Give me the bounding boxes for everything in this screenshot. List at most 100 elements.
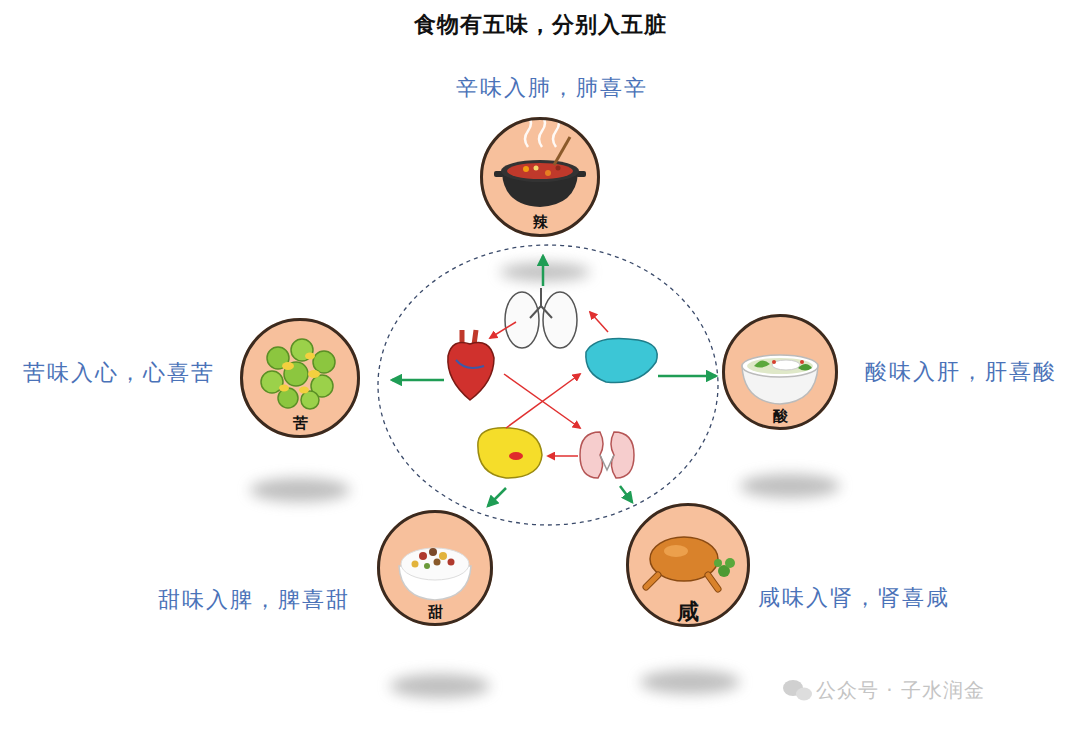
green-arrows-part <box>488 488 506 506</box>
bitter-melon-icon-part <box>301 391 319 409</box>
bitter-melon-icon-part <box>305 353 315 360</box>
lungs-icon-part <box>543 292 577 348</box>
green-arrows-part <box>392 379 444 382</box>
organ-region <box>378 245 718 525</box>
sour-soup-icon-part <box>772 360 800 370</box>
taste-label: 酸 <box>773 407 788 424</box>
bitter-melon-icon-part <box>308 370 320 378</box>
drop-shadows-part <box>740 474 840 498</box>
food-circle: 苦味入心，心喜苦苦 <box>240 318 360 438</box>
green-arrows-part <box>620 486 632 502</box>
bitter-melon-icon-part <box>313 351 335 373</box>
circle-outline <box>482 119 599 236</box>
taste-label: 辣 <box>533 214 548 231</box>
lungs-icon <box>505 288 577 348</box>
roast-chicken-icon-part <box>714 559 722 567</box>
roast-chicken-icon-part <box>725 558 735 568</box>
spleen-icon-part <box>478 428 542 478</box>
drop-shadows <box>250 263 840 698</box>
kidneys-icon <box>580 432 634 478</box>
bitter-melon-icon-part <box>299 387 309 394</box>
taste-heading: 甜味入脾，脾喜甜 <box>158 587 350 613</box>
sour-soup-icon-part <box>800 360 804 364</box>
watermark-icon-part <box>796 688 812 701</box>
bitter-melon-icon-part <box>278 388 298 408</box>
red-arrows <box>490 312 608 456</box>
bitter-melon-icon-part <box>282 362 294 370</box>
sour-soup-icon-part <box>798 364 812 371</box>
taste-heading: 苦味入心，心喜苦 <box>23 360 215 386</box>
sweet-rice-icon-part <box>412 561 419 568</box>
circle-outline <box>628 505 749 626</box>
drop-shadows-part <box>640 670 740 694</box>
roast-chicken-icon-part <box>664 545 688 557</box>
roast-chicken-icon-part <box>646 575 658 587</box>
food-discs-part <box>722 314 838 430</box>
roast-chicken-icon <box>646 537 735 589</box>
food-circle: 甜味入脾，脾喜甜甜 <box>377 510 493 626</box>
kidneys-icon-part <box>580 432 603 478</box>
spleen-icon <box>478 428 542 478</box>
circle-outline <box>724 316 837 429</box>
heart-icon-part <box>448 343 494 401</box>
sweet-rice-icon-part <box>401 548 469 580</box>
watermark: 公众号 · 子水润金 <box>816 677 985 704</box>
kidneys-icon-part <box>600 455 614 470</box>
sweet-rice-icon-part <box>439 552 447 560</box>
taste-label: 咸 <box>677 599 699 623</box>
drop-shadows-part <box>500 263 590 281</box>
hotpot-icon-part <box>554 137 570 165</box>
red-arrows-part <box>590 312 608 332</box>
taste-label: 甜 <box>428 603 443 620</box>
drop-shadows-part <box>250 478 350 502</box>
bitter-melon-icon-part <box>279 385 289 392</box>
green-arrows-part <box>658 375 716 378</box>
bitter-melon-icon <box>261 339 335 409</box>
heart-icon <box>448 330 494 400</box>
circle-outline <box>242 320 359 437</box>
hotpot-icon-part <box>545 170 551 176</box>
hotpot-icon-part <box>523 166 529 172</box>
roast-chicken-icon-part <box>708 575 718 589</box>
sweet-rice-icon <box>399 548 471 600</box>
sour-soup-icon-part <box>747 358 813 374</box>
spleen-icon-part <box>509 452 523 460</box>
red-arrows-part <box>506 374 580 428</box>
taste-heading: 辛味入肺，肺喜辛 <box>456 75 648 101</box>
hotpot-icon-part <box>507 163 573 179</box>
hotpot-icon-part <box>556 166 561 171</box>
food-circle: 酸味入肝，肝喜酸酸 <box>722 314 838 430</box>
liver-icon <box>586 339 657 383</box>
diagram-title: 食物有五味，分别入五脏 <box>0 10 1080 40</box>
hotpot-icon-part <box>534 166 539 171</box>
food-discs <box>240 117 838 627</box>
sour-soup-icon-part <box>742 355 818 377</box>
sweet-rice-icon-part <box>424 563 430 569</box>
green-arrows-part <box>542 256 545 286</box>
drop-shadows-part <box>390 674 490 698</box>
lungs-icon-part <box>530 288 552 318</box>
taste-heading: 咸味入肾，肾喜咸 <box>758 585 950 611</box>
hotpot-icon-part <box>501 160 579 182</box>
circle-outline <box>379 512 492 625</box>
taste-label: 苦 <box>293 415 308 432</box>
watermark-icon <box>783 680 812 701</box>
food-discs-part <box>240 318 360 438</box>
sweet-rice-icon-part <box>419 552 427 560</box>
red-arrows-part <box>490 322 516 338</box>
green-arrows <box>392 256 716 506</box>
sweet-rice-icon-part <box>434 559 441 566</box>
sour-soup-icon <box>742 355 818 404</box>
food-circle: 咸味入肾，肾喜咸咸 <box>626 503 750 627</box>
sour-soup-icon-part <box>772 360 776 364</box>
red-arrows-part <box>504 374 580 428</box>
food-discs-part <box>377 510 493 626</box>
kidneys-icon-part <box>611 432 634 478</box>
roast-chicken-icon-part <box>646 575 658 587</box>
sour-soup-icon-part <box>754 360 770 367</box>
sweet-rice-icon-part <box>448 559 455 566</box>
taste-heading: 酸味入肝，肝喜酸 <box>865 359 1057 385</box>
roast-chicken-icon-part <box>708 575 718 589</box>
lungs-icon-part <box>505 292 539 348</box>
